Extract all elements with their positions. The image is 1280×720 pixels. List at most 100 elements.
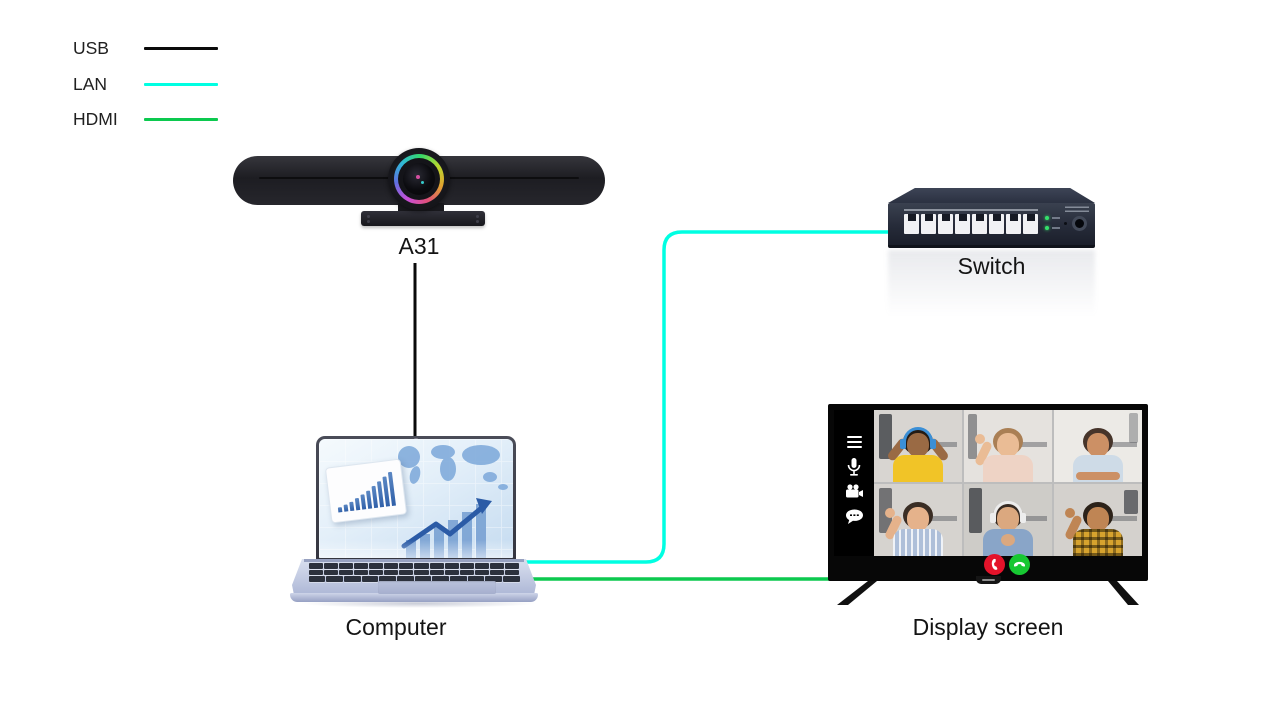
key xyxy=(444,563,459,569)
chart-bar xyxy=(349,501,355,512)
lan-wire xyxy=(510,230,898,564)
participant-tile xyxy=(1054,410,1142,482)
laptop-hinge xyxy=(304,559,524,562)
laptop-display xyxy=(319,439,513,558)
tv-legs xyxy=(837,581,1139,605)
key xyxy=(308,569,323,575)
key xyxy=(343,576,361,582)
network-switch xyxy=(888,188,1095,248)
a31-stand-base xyxy=(361,211,485,226)
key xyxy=(505,569,520,575)
chart-bar xyxy=(337,507,343,513)
key xyxy=(369,563,384,569)
legend-label: USB xyxy=(73,38,109,59)
headphones xyxy=(993,501,1023,517)
ethernet-port xyxy=(904,214,919,234)
lens-glass xyxy=(403,163,435,195)
face xyxy=(907,507,929,531)
chart-bar xyxy=(354,497,361,511)
torso xyxy=(1073,529,1123,556)
key xyxy=(338,569,353,575)
bar-chart-tablet-graphic xyxy=(324,458,408,524)
ethernet-port xyxy=(921,214,936,234)
participant-avatar xyxy=(883,502,949,556)
key xyxy=(353,563,369,569)
background-furniture xyxy=(1123,489,1139,515)
key xyxy=(475,569,490,575)
computer-label: Computer xyxy=(345,614,447,640)
background-shelf xyxy=(1110,515,1137,521)
key xyxy=(369,569,384,575)
torso xyxy=(893,455,943,482)
background-furniture xyxy=(967,414,978,459)
key xyxy=(432,576,449,582)
laptop-shadow xyxy=(300,599,536,608)
participant-tile xyxy=(874,484,962,556)
laptop-base-edge xyxy=(290,593,538,602)
key xyxy=(379,576,396,582)
ethernet-port xyxy=(938,214,953,234)
key xyxy=(399,563,414,569)
background-shelf xyxy=(930,515,957,521)
menu-icon xyxy=(844,432,864,451)
key xyxy=(323,569,338,575)
key xyxy=(338,563,353,569)
legend-line-swatch xyxy=(144,47,218,51)
torso xyxy=(983,455,1033,482)
ethernet-port xyxy=(955,214,970,234)
hand xyxy=(1065,508,1075,518)
key xyxy=(502,576,520,582)
participant-tile xyxy=(1054,484,1142,556)
key xyxy=(308,563,323,569)
video-camera-icon xyxy=(844,482,864,501)
ethernet-port xyxy=(972,214,987,234)
a31-camera-lens xyxy=(388,148,450,210)
key xyxy=(353,569,369,575)
background-shelf xyxy=(1020,441,1047,447)
chart-bar xyxy=(366,490,373,509)
key xyxy=(414,569,429,575)
legend-line-swatch xyxy=(144,82,218,86)
port-group-bracket xyxy=(904,209,1038,211)
key xyxy=(429,563,444,569)
legend-row: HDMI xyxy=(73,102,218,138)
torso xyxy=(893,529,943,556)
ethernet-port xyxy=(1006,214,1021,234)
background-shelf xyxy=(930,441,957,447)
conference-sidebar xyxy=(834,410,874,556)
key xyxy=(475,563,490,569)
trackpad xyxy=(378,581,496,594)
face xyxy=(1087,507,1109,531)
switch-top-face xyxy=(888,188,1095,203)
key xyxy=(308,576,326,582)
reset-button xyxy=(1064,222,1067,225)
ear-cup xyxy=(930,439,936,449)
world-map-graphic xyxy=(398,445,508,490)
laptop-screen xyxy=(316,436,516,562)
switch-leds xyxy=(1045,216,1060,236)
ethernet-port xyxy=(1023,214,1038,234)
webcam-dot-icon xyxy=(414,437,418,440)
key xyxy=(399,569,414,575)
legend-row: LAN xyxy=(73,67,218,103)
participant-avatar xyxy=(977,501,1039,556)
chart-bar xyxy=(360,494,367,510)
clasped-hands xyxy=(1001,534,1015,546)
background-furniture xyxy=(879,414,893,459)
headphones xyxy=(903,427,933,443)
key xyxy=(414,576,432,582)
key xyxy=(490,569,505,575)
key xyxy=(449,576,467,582)
display-screen-tv xyxy=(828,404,1148,605)
ear-cup xyxy=(990,513,996,523)
participant-tile xyxy=(874,410,962,482)
brand-print xyxy=(1065,206,1089,212)
key xyxy=(490,563,505,569)
participant-tile xyxy=(964,410,1052,482)
ear-cup xyxy=(1020,513,1026,523)
key-row xyxy=(308,563,520,569)
key xyxy=(384,563,399,569)
key xyxy=(444,569,459,575)
participant-avatar xyxy=(1067,428,1129,482)
